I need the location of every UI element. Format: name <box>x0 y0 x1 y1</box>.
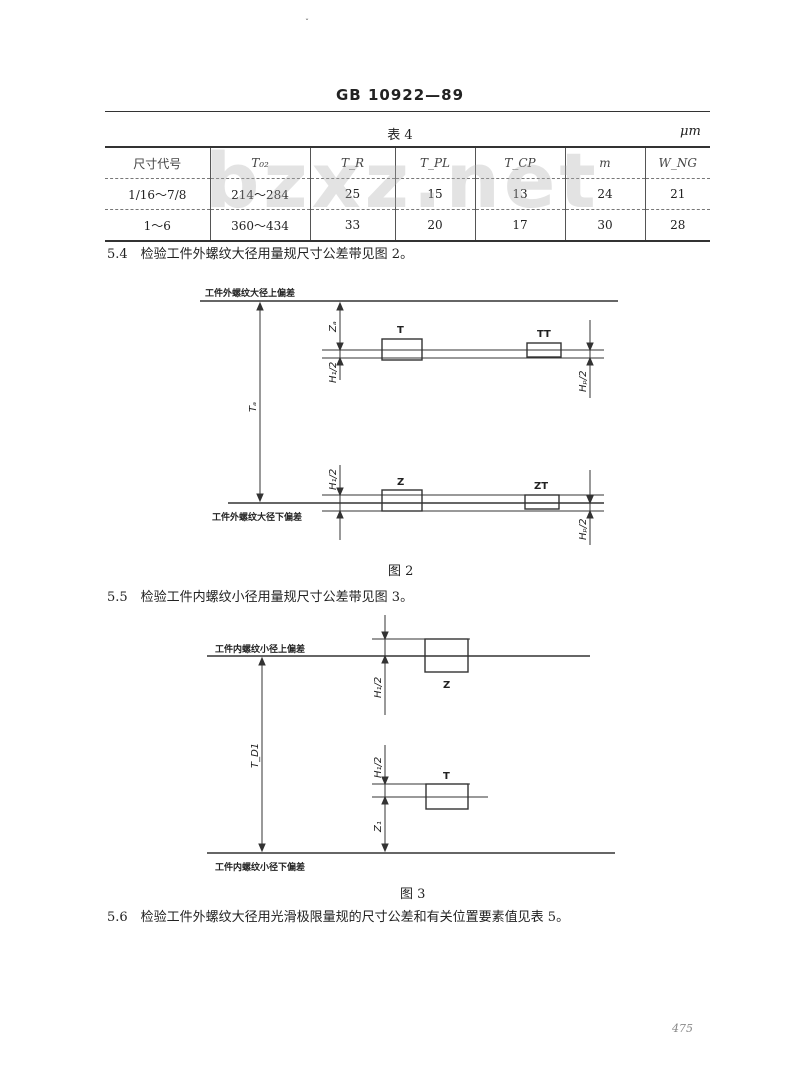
arrow-down-icon <box>381 631 389 641</box>
tolerance-table: 尺寸代号 T₀₂ T_R T_PL T_CP m W_NG 1/16～7/8 2… <box>105 146 710 242</box>
arrow-down-icon <box>381 843 389 853</box>
fig3-lower-label: 工件内螺纹小径下偏差 <box>215 861 305 873</box>
table-cell: 28 <box>644 209 710 241</box>
header-rule <box>105 111 710 112</box>
fig3-box-z <box>424 638 469 673</box>
fig2-label-tt: TT <box>537 329 551 340</box>
fig3-dim-z1: Z₁ <box>373 821 384 833</box>
arrow-up-icon <box>258 656 266 666</box>
col-header-m: m <box>564 147 645 179</box>
paragraph-5-4: 5.4 检验工件外螺纹大径用量规尺寸公差带见图 2。 <box>107 247 414 262</box>
table-cell: 1～6 <box>143 218 171 233</box>
fig2-box-z <box>381 489 423 512</box>
table-cell: 13 <box>474 178 565 210</box>
table-header-row: 尺寸代号 T₀₂ T_R T_PL T_CP m W_NG <box>105 147 710 179</box>
fig2-lower-label: 工件外螺纹大径下偏差 <box>212 511 302 523</box>
fig2-box-t <box>381 338 423 361</box>
col-header-t02: T₀₂ <box>209 147 310 179</box>
table-cell: 30 <box>564 209 645 241</box>
fig3-label-t: T <box>443 771 450 782</box>
arrow-up-icon <box>336 356 344 366</box>
arrow-down-icon <box>336 487 344 497</box>
table-cell: 214～284 <box>209 178 310 210</box>
fig2-label-t: T <box>397 325 404 336</box>
fig3-box-t <box>425 783 469 810</box>
table-cell: 25 <box>309 178 395 210</box>
fig3-label-z: Z <box>443 680 450 691</box>
arrow-down-icon <box>336 342 344 352</box>
fig2-label-z: Z <box>397 477 404 488</box>
watermark: bzxz.net <box>205 136 600 225</box>
col-header-size-code: 尺寸代号 <box>133 156 182 171</box>
scan-mark: ˇ <box>305 18 309 27</box>
table-row: 1～6 360～434 33 20 17 30 28 <box>105 209 710 241</box>
col-header-wng: W_NG <box>644 147 710 179</box>
fig3-dim-td1: T_D1 <box>250 743 261 768</box>
fig2-box-zt <box>524 494 560 510</box>
table-cell: 1/16～7/8 <box>128 187 187 202</box>
figure-3-caption: 图 3 <box>400 887 426 902</box>
paragraph-5-5: 5.5 检验工件内螺纹小径用量规尺寸公差带见图 3。 <box>107 590 414 605</box>
standard-header: GB 10922—89 <box>335 86 465 104</box>
fig2-box-tt <box>526 342 562 358</box>
arrow-up-icon <box>586 509 594 519</box>
arrow-down-icon <box>258 843 266 853</box>
figure-2-caption: 图 2 <box>388 564 414 579</box>
page-number: 475 <box>672 1022 693 1035</box>
arrow-up-icon <box>336 509 344 519</box>
arrow-up-icon <box>336 301 344 311</box>
fig2-upper-label: 工件外螺纹大径上偏差 <box>205 287 295 299</box>
col-header-tr: T_R <box>309 147 395 179</box>
paragraph-5-6: 5.6 检验工件外螺纹大径用光滑极限量规的尺寸公差和有关位置要素值见表 5。 <box>107 910 570 925</box>
table-cell: 33 <box>309 209 395 241</box>
fig2-dim-za: Zₐ <box>328 321 339 333</box>
arrow-down-icon <box>381 776 389 786</box>
table-caption: 表 4 <box>387 128 413 143</box>
arrow-up-icon <box>381 795 389 805</box>
arrow-down-icon <box>586 342 594 352</box>
table-cell: 15 <box>394 178 475 210</box>
fig3-dim-h-lower: H₁/2 <box>373 757 384 778</box>
fig3-dim-h-upper: H₁/2 <box>373 677 384 698</box>
arrow-down-icon <box>586 495 594 505</box>
table-cell: 24 <box>564 178 645 210</box>
table-unit: μm <box>680 124 701 139</box>
fig2-dim-hp-upper: Hₚ/2 <box>578 370 589 392</box>
table-cell: 21 <box>644 178 710 210</box>
fig2-dim-hp-lower: Hₚ/2 <box>578 518 589 540</box>
table-cell: 360～434 <box>209 209 310 241</box>
fig2-dim-h-lower: H₁/2 <box>328 469 339 490</box>
table-row: 1/16～7/8 214～284 25 15 13 24 21 <box>105 178 710 210</box>
arrow-up-icon <box>381 654 389 664</box>
table-cell: 20 <box>394 209 475 241</box>
fig2-dim-h-upper: H₁/2 <box>328 362 339 383</box>
arrow-up-icon <box>586 356 594 366</box>
col-header-tcp: T_CP <box>474 147 565 179</box>
col-header-tpl: T_PL <box>394 147 475 179</box>
fig2-dim-ta: Tₐ <box>248 402 259 412</box>
table-cell: 17 <box>474 209 565 241</box>
fig3-upper-label: 工件内螺纹小径上偏差 <box>215 643 305 655</box>
arrow-down-icon <box>256 493 264 503</box>
fig2-label-zt: ZT <box>534 481 548 492</box>
arrow-up-icon <box>256 301 264 311</box>
